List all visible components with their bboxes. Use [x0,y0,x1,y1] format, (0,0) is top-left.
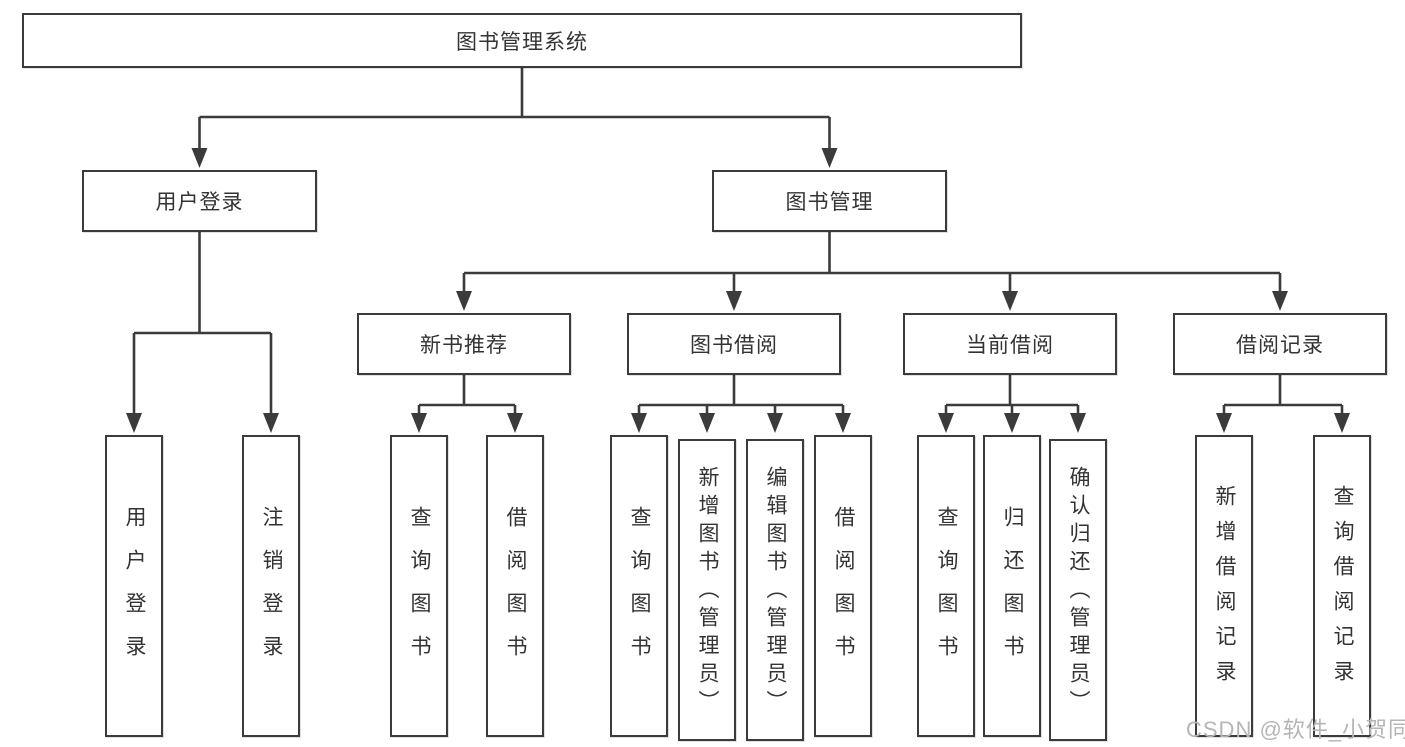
node-book-management: 图书管理 [712,170,947,232]
node-recommend-borrow-book-label: 借阅图书 [504,505,527,678]
node-book-borrow: 图书借阅 [627,313,841,375]
node-current-query-book-label: 查询图书 [935,505,958,678]
connector-book-management [456,232,1288,311]
node-new-book-recommend: 新书推荐 [357,313,571,375]
node-borrow-edit-book-admin-label: 编辑图书（管理员） [764,466,787,718]
node-current-confirm-return-admin-label: 确认归还（管理员） [1067,466,1090,718]
node-borrow-record: 借阅记录 [1173,313,1387,375]
connector-book-borrow [631,375,851,433]
node-current-borrow: 当前借阅 [903,313,1117,375]
node-record-add-record-label: 新增借阅记录 [1213,484,1236,695]
connector-root [191,68,838,168]
node-borrow-borrow-book: 借阅图书 [814,435,872,737]
node-root-label: 图书管理系统 [456,30,588,54]
node-borrow-add-book-admin-label: 新增图书（管理员） [696,466,719,718]
node-current-return-book-label: 归还图书 [1001,505,1024,678]
node-borrow-add-book-admin: 新增图书（管理员） [678,439,736,741]
node-borrow-edit-book-admin: 编辑图书（管理员） [746,439,804,741]
node-leaf-logout-label: 注销登录 [260,505,283,678]
connector-borrow-record [1216,375,1350,433]
node-record-query-record-label: 查询借阅记录 [1331,484,1354,695]
node-book-management-label: 图书管理 [785,191,874,214]
node-user-login: 用户登录 [82,170,317,232]
node-leaf-user-login-label: 用户登录 [123,505,146,678]
connector-current-borrow [938,375,1086,433]
node-book-borrow-label: 图书借阅 [690,334,778,357]
connector-new-book-recommend [411,375,523,433]
connector-user-login [126,232,279,433]
node-borrow-record-label: 借阅记录 [1236,334,1324,357]
node-current-return-book: 归还图书 [983,435,1041,737]
node-record-query-record: 查询借阅记录 [1313,435,1371,737]
node-current-borrow-label: 当前借阅 [966,334,1054,357]
node-recommend-query-book: 查询图书 [390,435,448,737]
node-user-login-label: 用户登录 [155,191,244,214]
node-new-book-recommend-label: 新书推荐 [420,334,508,357]
node-borrow-borrow-book-label: 借阅图书 [832,505,855,678]
node-borrow-query-book: 查询图书 [610,435,668,737]
node-recommend-borrow-book: 借阅图书 [486,435,544,737]
node-current-confirm-return-admin: 确认归还（管理员） [1049,439,1107,741]
node-leaf-logout: 注销登录 [242,435,300,737]
csdn-watermark: CSDN @软件_小贺同学 [1186,717,1405,742]
node-leaf-user-login: 用户登录 [105,435,163,737]
node-record-add-record: 新增借阅记录 [1195,435,1253,737]
node-borrow-query-book-label: 查询图书 [628,505,651,678]
node-recommend-query-book-label: 查询图书 [408,505,431,678]
node-current-query-book: 查询图书 [917,435,975,737]
node-root: 图书管理系统 [22,13,1022,68]
